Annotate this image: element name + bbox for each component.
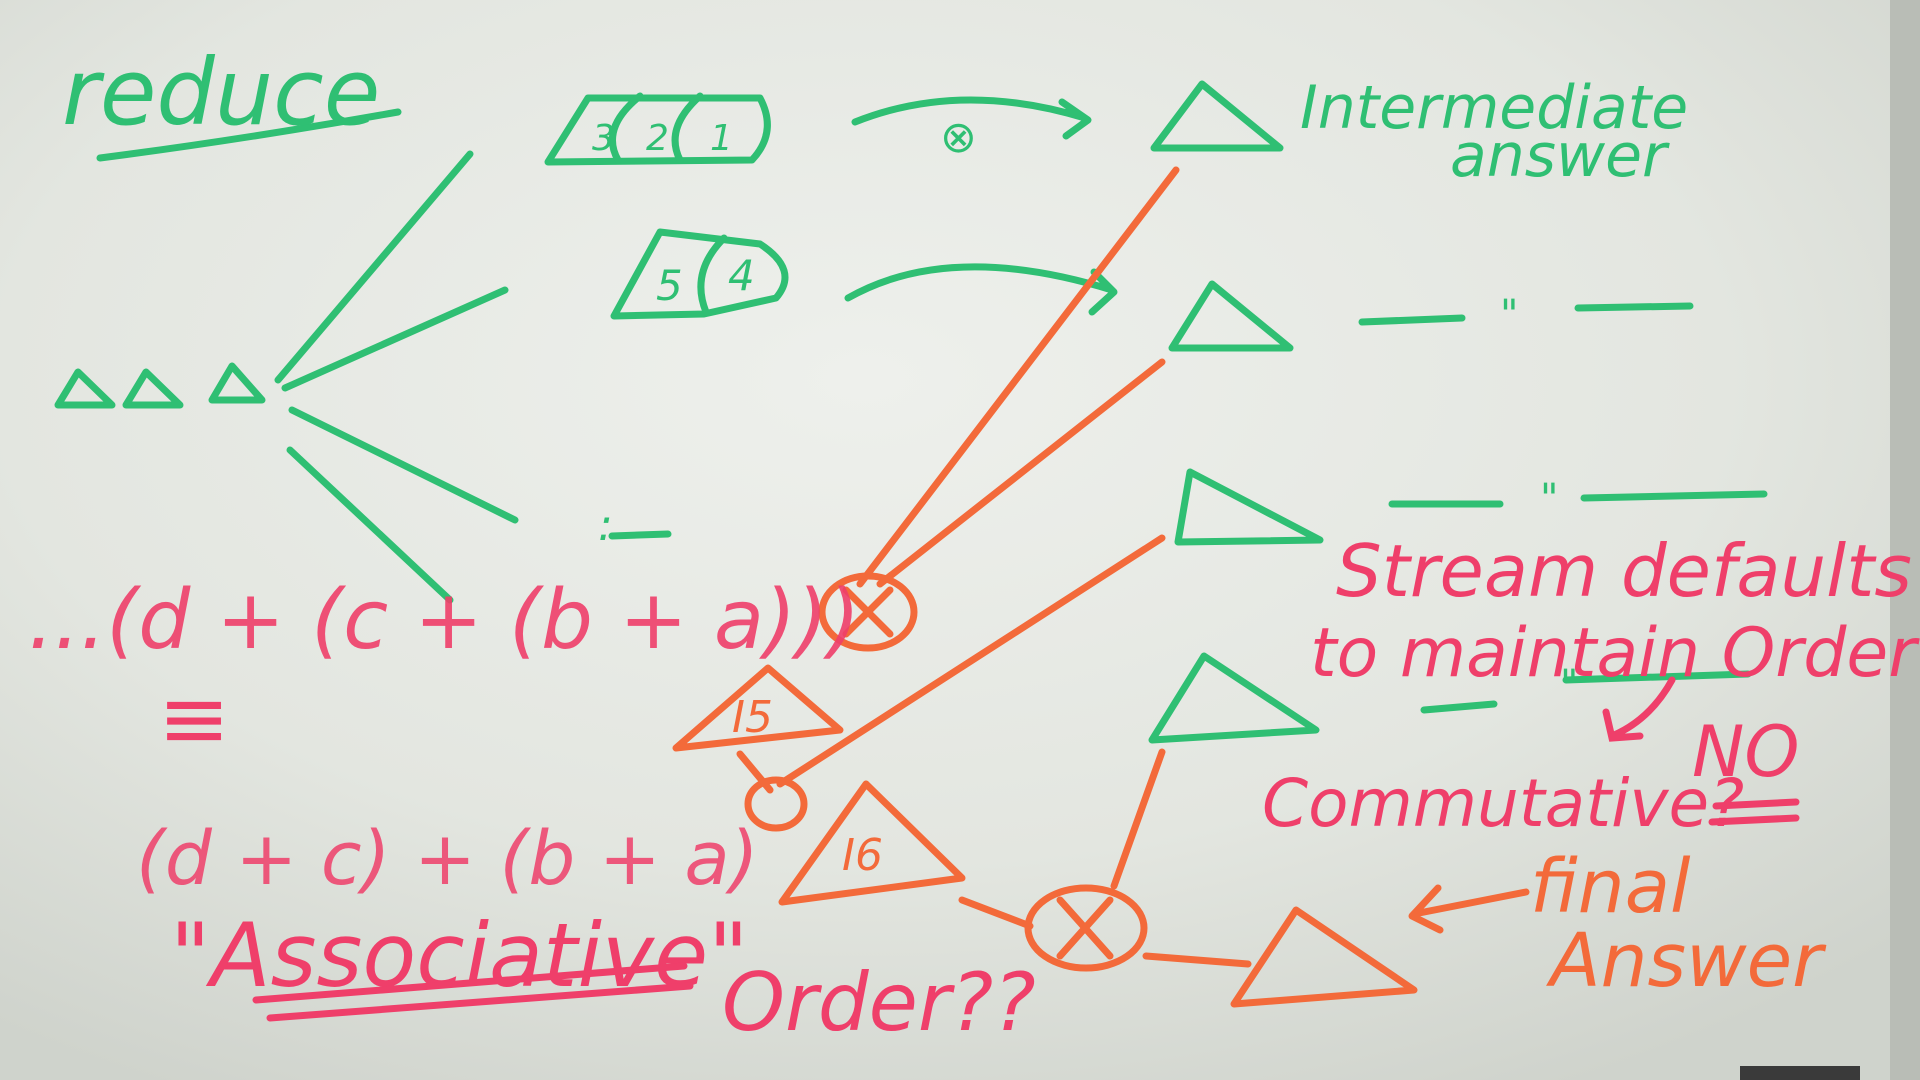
combine-node-3-x — [1056, 896, 1114, 960]
element-1: 1 — [710, 118, 733, 159]
element-2: 2 — [646, 118, 669, 159]
i5-triangle — [672, 664, 844, 752]
orange-line-1 — [856, 166, 1180, 588]
intermediate-label: Intermediate — [1300, 73, 1688, 143]
answer-label: answer — [1450, 121, 1670, 191]
element-5: 5 — [656, 261, 683, 310]
no-underline-1 — [1712, 798, 1800, 810]
element-divider-2 — [697, 234, 728, 316]
intermediate-triangle-1 — [1150, 80, 1284, 152]
element-group-3-2-1 — [544, 94, 771, 166]
ditto-mark-3: " — [1560, 662, 1578, 708]
reduce-heading: reduce — [62, 39, 380, 146]
ditto-dash-1a — [1358, 314, 1466, 326]
answer-final-label: Answer — [1546, 918, 1827, 1004]
i6-label: I6 — [842, 830, 883, 881]
final-answer-triangle — [1230, 906, 1418, 1008]
board-tray — [1740, 1066, 1860, 1080]
stream-note-line-2: to maintain Order — [1310, 614, 1920, 693]
combine-arrow-1 — [851, 96, 1092, 140]
ditto-dash-3a — [1420, 700, 1498, 714]
orange-line-2 — [876, 358, 1166, 588]
nested-expression: ...(d + (c + (b + a))) — [28, 573, 860, 668]
element-3: 3 — [592, 118, 615, 159]
ditto-mark-2: " — [1540, 476, 1558, 522]
commutative-question: Commutative? — [1262, 765, 1744, 842]
ellipsis-dots: : — [598, 500, 613, 551]
no-underline-2 — [1708, 814, 1800, 826]
final-label: final — [1530, 844, 1691, 930]
intermediate-triangle-2 — [1168, 280, 1294, 352]
final-arrow — [1408, 884, 1530, 934]
stream-note-line-1: Stream defaults — [1336, 529, 1912, 613]
combine-node-3 — [1024, 884, 1148, 972]
orange-line-3 — [776, 534, 1166, 788]
ellipsis-dash — [608, 530, 672, 540]
equivalence-sign: ≡ — [158, 669, 230, 769]
element-divider — [608, 92, 704, 164]
i5-label: I5 — [732, 692, 773, 743]
i6-triangle — [778, 780, 966, 906]
i6-to-node — [958, 896, 1034, 930]
board-frame-edge — [1890, 0, 1920, 1080]
stream-triangle-2 — [122, 368, 184, 409]
combine-node-2 — [744, 776, 808, 832]
fan-line-3 — [288, 406, 519, 524]
fan-line-1 — [274, 150, 474, 384]
ditto-mark-1: " — [1500, 292, 1518, 338]
operator-symbol: ⊗ — [940, 112, 977, 163]
combine-node-1 — [818, 572, 918, 652]
ditto-dash-3b — [1562, 670, 1752, 684]
no-answer: NO — [1692, 711, 1799, 793]
stream-arrow — [1602, 676, 1676, 742]
element-group-5-4 — [610, 228, 789, 320]
reduce-underline — [96, 108, 402, 162]
stream-triangle-1 — [54, 368, 116, 409]
ditto-dash-1b — [1574, 302, 1694, 312]
stream-triangle-3 — [208, 362, 266, 404]
fan-line-4 — [286, 446, 454, 604]
associative-underline-1 — [252, 962, 688, 1004]
intermediate-triangle-3 — [1174, 468, 1324, 546]
associative-underline-2 — [266, 982, 694, 1022]
node-3-up — [1110, 748, 1166, 890]
ditto-dash-2b — [1580, 490, 1768, 502]
node-3-right — [1142, 952, 1252, 968]
intermediate-triangle-4 — [1148, 652, 1320, 744]
grouped-expression: (d + c) + (b + a) — [136, 816, 759, 902]
combine-node-1-x — [842, 586, 894, 638]
order-question: Order?? — [722, 956, 1036, 1049]
element-4: 4 — [728, 251, 755, 300]
combine-arrow-2 — [844, 263, 1118, 316]
fan-line-2 — [281, 286, 509, 392]
